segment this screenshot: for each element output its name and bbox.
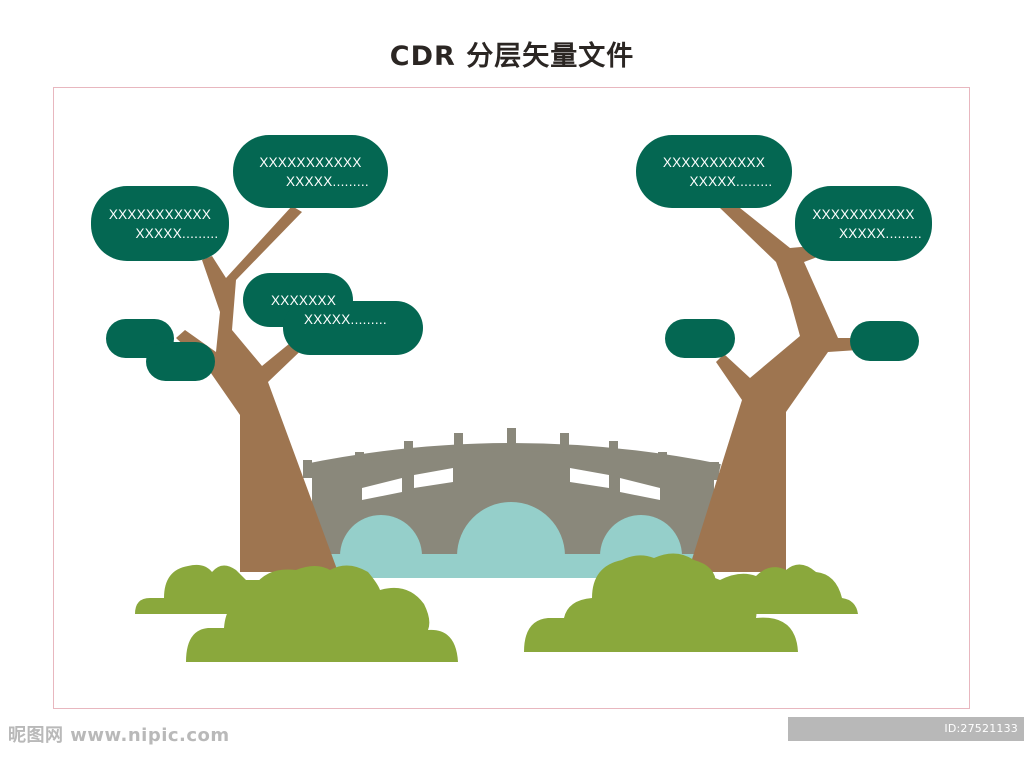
- bubble-line-2: XXXXX.........: [135, 225, 219, 241]
- bridge-posts: [303, 428, 719, 480]
- bubble-line-1: XXXXXXXXXXX: [662, 154, 766, 170]
- left-small-leaf-2: [146, 342, 215, 381]
- left-tree: [176, 206, 338, 572]
- bubble-right-top: XXXXXXXXXXX XXXXX.........: [636, 135, 792, 208]
- bubble-line-1: XXXXXXXXXXX: [259, 154, 362, 170]
- bubble-line-2: XXXXX.........: [689, 173, 773, 189]
- bushes: [135, 553, 858, 662]
- bubble-line-1: XXXXXXXXXXX: [108, 206, 212, 222]
- foliage-blobs: [106, 273, 919, 381]
- watermark-bar: 昵图网 www.nipic.com ID:27521133 NO:2022092…: [0, 715, 1024, 759]
- right-tree-trunk: [688, 200, 858, 572]
- bridge-windows: [362, 468, 660, 500]
- artboard-frame: [53, 87, 970, 709]
- bubble-line-2: XXXXX.........: [304, 312, 387, 327]
- left-tree-trunk: [176, 206, 338, 572]
- left-front-bush: [186, 565, 458, 662]
- bubble-line-2: XXXXX.........: [839, 225, 922, 241]
- bubble-line-2: XXXXX.........: [286, 173, 369, 189]
- right-tree: [688, 200, 858, 572]
- bubble-line-1: XXXXXXXXXXX: [812, 206, 915, 222]
- bridge: [303, 428, 721, 578]
- right-front-bush: [524, 553, 798, 652]
- watermark-site: 昵图网 www.nipic.com: [8, 725, 230, 746]
- bubble-left-mid: XXXXXXXXXXX XXXXX.........: [91, 186, 229, 261]
- right-small-leaf-2: [850, 321, 919, 361]
- bubble-right-mid: XXXXXXXXXXX XXXXX.........: [795, 186, 932, 261]
- bubble-left-low-text: XXXXXXX XXXXX.........: [243, 291, 423, 329]
- bubble-left-top: XXXXXXXXXXX XXXXX.........: [233, 135, 388, 208]
- page-title: CDR 分层矢量文件: [389, 41, 635, 72]
- right-small-leaf-1: [665, 319, 735, 358]
- watermark-id: ID:27521133 NO:20220928164212849107: [788, 717, 1024, 759]
- bubble-line-1: XXXXXXX: [271, 293, 337, 308]
- bubble-left-low: [283, 301, 423, 355]
